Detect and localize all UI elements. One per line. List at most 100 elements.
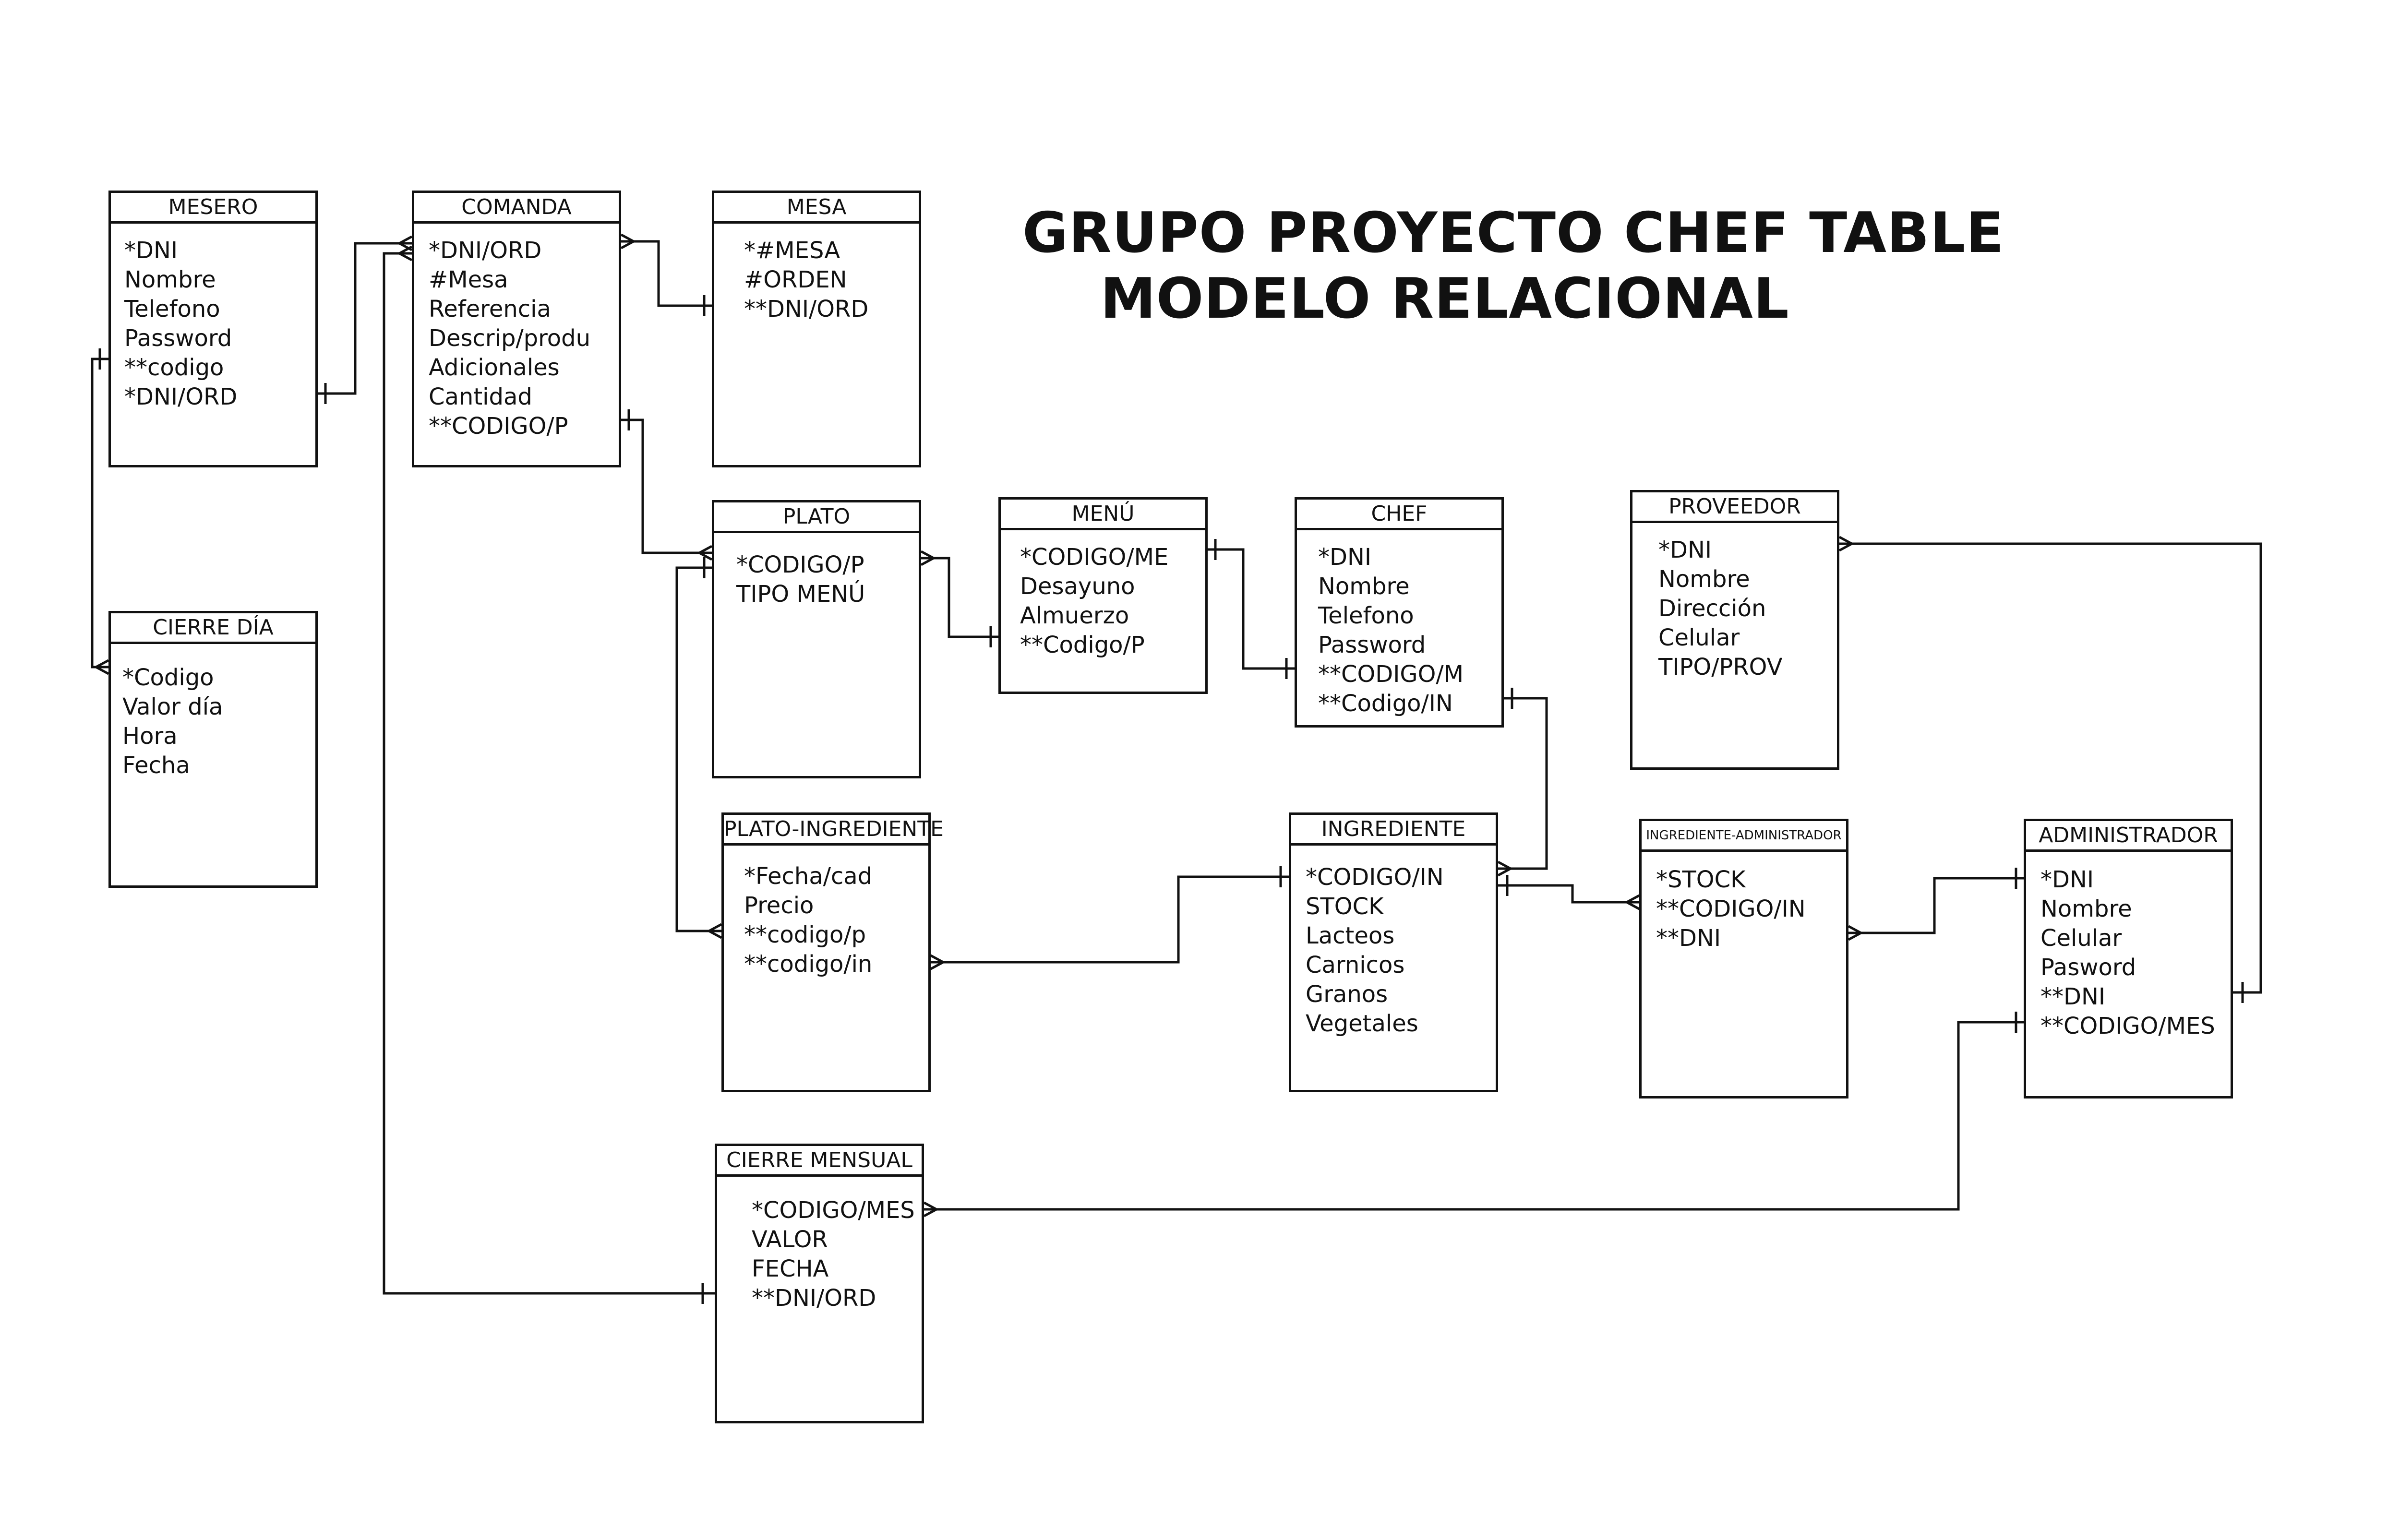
attribute-row: *CODIGO/ME (1020, 544, 1169, 571)
attribute-row: Adicionales (429, 354, 560, 381)
attribute-row: *DNI/ORD (124, 383, 238, 410)
entity-title: PROVEEDOR (1632, 492, 1837, 523)
attribute-row: **Codigo/P (1020, 632, 1145, 658)
crows-foot-many (620, 233, 636, 250)
attribute-row: Descrip/produ (429, 325, 591, 352)
line-chef-ingrediente (1498, 697, 1548, 870)
entity-title: MENÚ (1001, 500, 1205, 530)
attribute-row: **CODIGO/MES (2040, 1013, 2215, 1039)
line-comanda-mesa (621, 240, 712, 307)
attribute-row: Hora (122, 723, 178, 750)
attribute-row: *DNI (1318, 544, 1372, 571)
line-ingrediente-administrador-administrador (1848, 877, 2024, 934)
attribute-row: *#MESA (744, 237, 840, 264)
attribute-row: **Codigo/IN (1318, 690, 1453, 717)
attribute-row: *DNI/ORD (429, 237, 542, 264)
attribute-row: *Fecha/cad (744, 863, 873, 890)
line-mesero-cierre-dia (91, 358, 108, 669)
attribute-row: TIPO/PROV (1658, 654, 1783, 680)
crows-foot-many (706, 923, 722, 939)
attribute-row: *CODIGO/IN (1306, 864, 1444, 891)
entity-title: INGREDIENTE (1291, 815, 1496, 846)
attribute-row: Nombre (1318, 573, 1410, 600)
attribute-row: #ORDEN (744, 266, 847, 293)
attribute-row: #Mesa (429, 266, 508, 293)
attribute-row: *CODIGO/P (736, 551, 864, 578)
line-mesero-comanda (318, 242, 412, 395)
attribute-row: **codigo (124, 354, 224, 381)
attribute-row: **DNI (1656, 925, 1721, 952)
attribute-row: Pasword (2040, 954, 2136, 981)
attribute-row: Carnicos (1306, 952, 1405, 979)
attribute-row: *STOCK (1656, 866, 1746, 893)
attribute-row: FECHA (752, 1255, 829, 1282)
attribute-row: **CODIGO/M (1318, 661, 1464, 688)
attribute-row: *CODIGO/MES (752, 1197, 915, 1224)
attribute-row: **CODIGO/P (429, 413, 568, 440)
attribute-row: VALOR (752, 1226, 828, 1253)
attribute-row: Cantidad (429, 383, 532, 410)
diagram-title: GRUPO PROYECTO CHEF TABLE (1022, 201, 2004, 265)
crows-foot-many (930, 954, 946, 970)
entity-title: PLATO (714, 502, 919, 533)
entity-title: CIERRE DÍA (111, 613, 315, 644)
attribute-row: *Codigo (122, 664, 214, 691)
line-plato-ingrediente-ingrediente (931, 875, 1289, 964)
attribute-row: Almuerzo (1020, 602, 1129, 629)
entity-title: COMANDA (414, 193, 619, 224)
attribute-row: Telefono (1318, 602, 1414, 629)
attribute-row: Nombre (2040, 895, 2132, 922)
attribute-row: **DNI/ORD (752, 1285, 876, 1312)
attribute-row: TIPO MENÚ (736, 581, 865, 608)
line-cierre-mensual-administrador (924, 1021, 2024, 1211)
attribute-row: Nombre (1658, 566, 1750, 593)
attribute-row: Nombre (124, 266, 216, 293)
attribute-list: *STOCK**CODIGO/IN**DNI (1642, 821, 1846, 953)
entity-title: CIERRE MENSUAL (717, 1146, 922, 1177)
entity-ingrediente-administrador[interactable]: INGREDIENTE-ADMINISTRADOR *STOCK**CODIGO… (1639, 819, 1848, 1098)
attribute-row: Password (124, 325, 232, 352)
entity-plato[interactable]: PLATO *CODIGO/P TIPO MENÚ (712, 500, 921, 778)
entity-mesa[interactable]: MESA *#MESA#ORDEN**DNI/ORD (712, 191, 921, 467)
entity-title: PLATO-INGREDIENTE (724, 815, 944, 846)
attribute-list: *CODIGO/P TIPO MENÚ (714, 502, 919, 609)
crows-foot-many (696, 545, 713, 561)
attribute-row: **DNI (2040, 983, 2106, 1010)
entity-title: INGREDIENTE-ADMINISTRADOR (1642, 821, 1846, 852)
attribute-list: *#MESA#ORDEN **DNI/ORD (714, 193, 919, 324)
attribute-row: Telefono (124, 296, 220, 322)
diagram-subtitle: MODELO RELACIONAL (1100, 266, 1789, 331)
attribute-row: *DNI (2040, 866, 2094, 893)
entity-title: ADMINISTRADOR (2026, 821, 2231, 852)
crows-foot-many (1497, 860, 1513, 877)
crows-foot-many (920, 550, 936, 566)
attribute-row: Lacteos (1306, 922, 1395, 949)
attribute-row: **codigo/p (744, 921, 866, 948)
entity-title: CHEF (1297, 500, 1501, 530)
attribute-row: Granos (1306, 981, 1388, 1008)
attribute-row: Celular (1658, 624, 1740, 651)
attribute-row: Vegetales (1306, 1010, 1418, 1037)
attribute-row: Precio (744, 892, 814, 919)
attribute-row: **DNI/ORD (744, 296, 869, 322)
